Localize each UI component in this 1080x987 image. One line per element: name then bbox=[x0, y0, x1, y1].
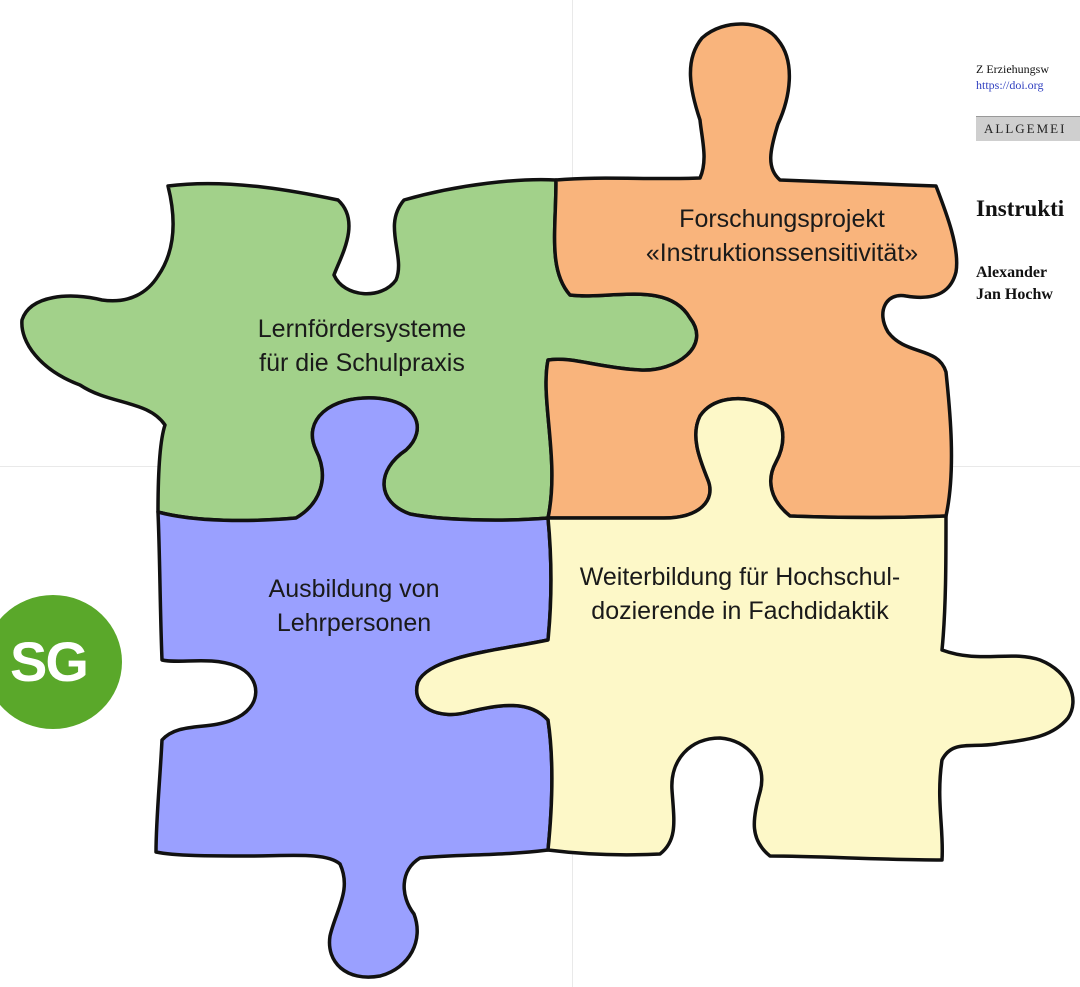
document-title: Instrukti bbox=[976, 196, 1065, 221]
document-section-label: ALLGEMEI bbox=[984, 121, 1067, 136]
puzzle-piece-yellow bbox=[414, 396, 1075, 862]
label-line: Lernfördersysteme bbox=[257, 315, 467, 343]
label-line: Ausbildung von bbox=[268, 575, 440, 603]
document-section-bar: ALLGEMEI bbox=[976, 116, 1080, 141]
document-author-line-1: Alexander bbox=[976, 264, 1048, 281]
document-doi-link[interactable]: https://doi.org bbox=[976, 78, 1044, 92]
puzzle-label-yellow: Weiterbildung für Hochschul- dozierende … bbox=[548, 560, 932, 628]
label-line: Weiterbildung für Hochschul- bbox=[579, 563, 901, 591]
label-line: dozierende in Fachdidaktik bbox=[591, 597, 889, 625]
puzzle-label-orange: Forschungsprojekt «Instruktionssensitivi… bbox=[612, 202, 952, 270]
background-document: Z Erziehungsw https://doi.org ALLGEMEI I… bbox=[976, 0, 1080, 320]
label-line: Forschungsprojekt bbox=[679, 205, 885, 233]
document-author-line-2: Jan Hochw bbox=[976, 286, 1053, 303]
label-line: «Instruktionssensitivität» bbox=[645, 239, 919, 267]
document-journal: Z Erziehungsw bbox=[976, 62, 1049, 76]
sg-logo-text: SG bbox=[10, 630, 89, 693]
label-line: für die Schulpraxis bbox=[259, 349, 465, 377]
label-line: Lehrpersonen bbox=[276, 609, 432, 637]
puzzle-label-green: Lernfördersysteme für die Schulpraxis bbox=[200, 312, 524, 380]
puzzle-label-blue: Ausbildung von Lehrpersonen bbox=[194, 572, 514, 640]
sg-logo: SG bbox=[0, 595, 122, 729]
